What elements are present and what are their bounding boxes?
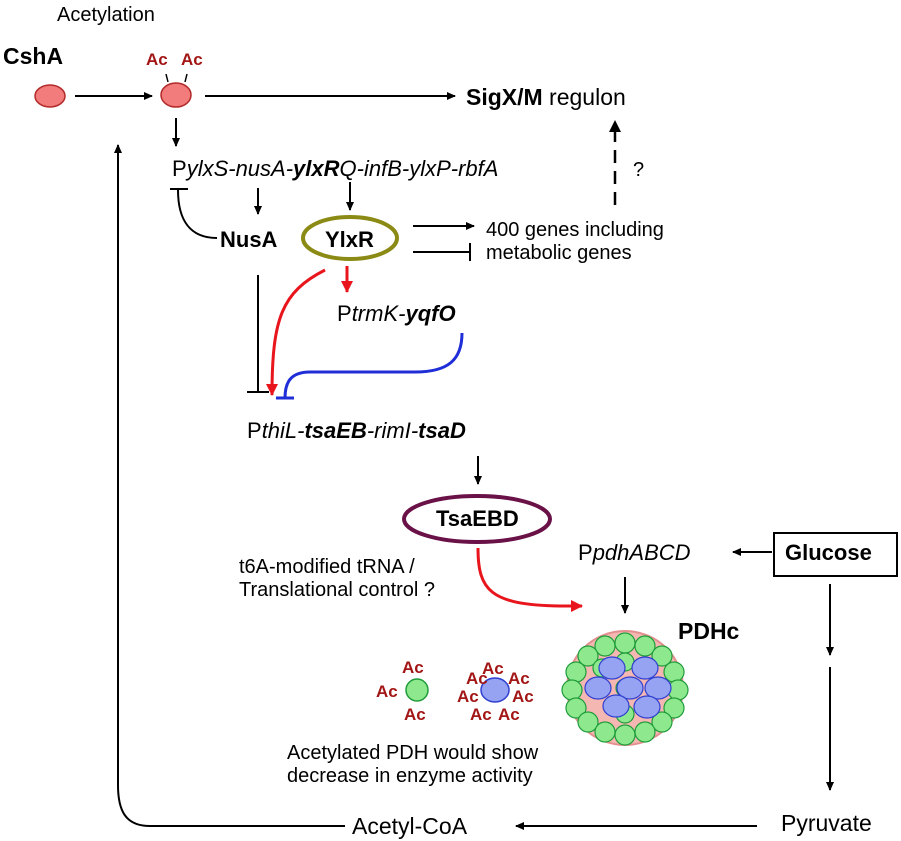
t6a-line-1: t6A-modified tRNA /: [239, 556, 415, 578]
regulon-word: regulon: [542, 84, 626, 110]
operon-trmk-label: PtrmK-yqfO: [337, 303, 456, 325]
nusa-repression-curve: [177, 189, 218, 239]
ac-label: Ac: [470, 705, 492, 724]
red-arrow-tsaebd-to-pdhc: [476, 547, 583, 612]
promoter-p: P: [247, 418, 262, 443]
acetylcoa-label: Acetyl-CoA: [352, 813, 468, 839]
gene-yqfo: yqfO: [405, 301, 456, 326]
operon-ylxs-label: PylxS-nusA-ylxRQ-infB-ylxP-rbfA: [172, 158, 498, 180]
ac-label: Ac: [376, 682, 398, 701]
gene-segment: trmK-: [351, 301, 406, 326]
tsaebd-label: TsaEBD: [436, 506, 519, 531]
gene-tsad: tsaD: [418, 418, 466, 443]
tsaebd-oval: [402, 494, 552, 544]
ac-label: Ac: [482, 659, 504, 678]
sigxm-regulon-label: SigX/M regulon: [466, 86, 626, 109]
gene-segment: thiL-: [261, 418, 305, 443]
question-mark: ?: [633, 159, 645, 181]
ylxr-oval: [301, 215, 399, 261]
promoter-p: P: [172, 156, 187, 181]
ac-label: Ac: [457, 687, 479, 706]
ac-label: Ac: [508, 669, 530, 688]
glucose-box: [773, 532, 898, 577]
promoter-p: P: [578, 540, 593, 565]
gene-pdhabcd: pdhABCD: [592, 540, 691, 565]
blue-repression-yqfo-to-thil: [283, 332, 464, 399]
ac-label: Ac: [146, 50, 168, 69]
csha-label: CshA: [3, 43, 64, 69]
csha-protein-icon: [34, 84, 66, 108]
note-line-2: decrease in enzyme activity: [287, 765, 533, 787]
gene-tsaeb: tsaEB: [304, 418, 367, 443]
t6a-line-2: Translational control ?: [239, 579, 436, 601]
feedback-arrow-acetylcoa-to-csha: [114, 144, 345, 827]
gene-segment: ylxS-nusA-: [186, 156, 294, 181]
operon-pdh-label: PpdhABCD: [578, 542, 691, 564]
red-arrow-ylxr-to-thil: [266, 268, 326, 396]
genes-line-2: metabolic genes: [486, 242, 632, 264]
pdh-complex-icon: [561, 630, 689, 746]
acetylation-label: Acetylation: [57, 4, 155, 26]
acetylated-csha-icon: [160, 82, 192, 108]
pdhc-label: PDHc: [678, 618, 740, 644]
pyruvate-label: Pyruvate: [781, 810, 872, 836]
genes-line-1: 400 genes including: [486, 219, 664, 241]
ac-tick-right: [184, 73, 188, 83]
t6a-label: t6A-modified tRNA / Translational contro…: [239, 556, 435, 602]
ac-label: Ac: [512, 687, 534, 706]
operon-thil-label: PthiL-tsaEB-rimI-tsaD: [247, 420, 466, 442]
note-line-1: Acetylated PDH would show: [287, 742, 539, 764]
nusa-label: NusA: [220, 227, 278, 252]
ac-label: Ac: [404, 705, 426, 724]
acetylated-e1-subunit-icon: [405, 678, 429, 702]
ac-tick-left: [165, 73, 169, 83]
ac-label: Ac: [466, 669, 488, 688]
ac-label: Ac: [498, 705, 520, 724]
ac-label: Ac: [402, 658, 424, 677]
gene-segment: -rimI-: [366, 418, 419, 443]
acetylated-e2-subunit-icon: [480, 677, 510, 703]
gene-segment: Q-infB-ylxP-rbfA: [339, 156, 499, 181]
metabolic-genes-label: 400 genes including metabolic genes: [486, 219, 664, 265]
ylxr-label: YlxR: [325, 227, 374, 252]
promoter-p: P: [337, 301, 352, 326]
acetylated-pdh-note: Acetylated PDH would show decrease in en…: [287, 742, 538, 788]
gene-ylxr: ylxR: [293, 156, 340, 181]
sigxm-name: SigX/M: [466, 84, 543, 110]
ac-label: Ac: [181, 50, 203, 69]
glucose-label: Glucose: [785, 540, 872, 565]
